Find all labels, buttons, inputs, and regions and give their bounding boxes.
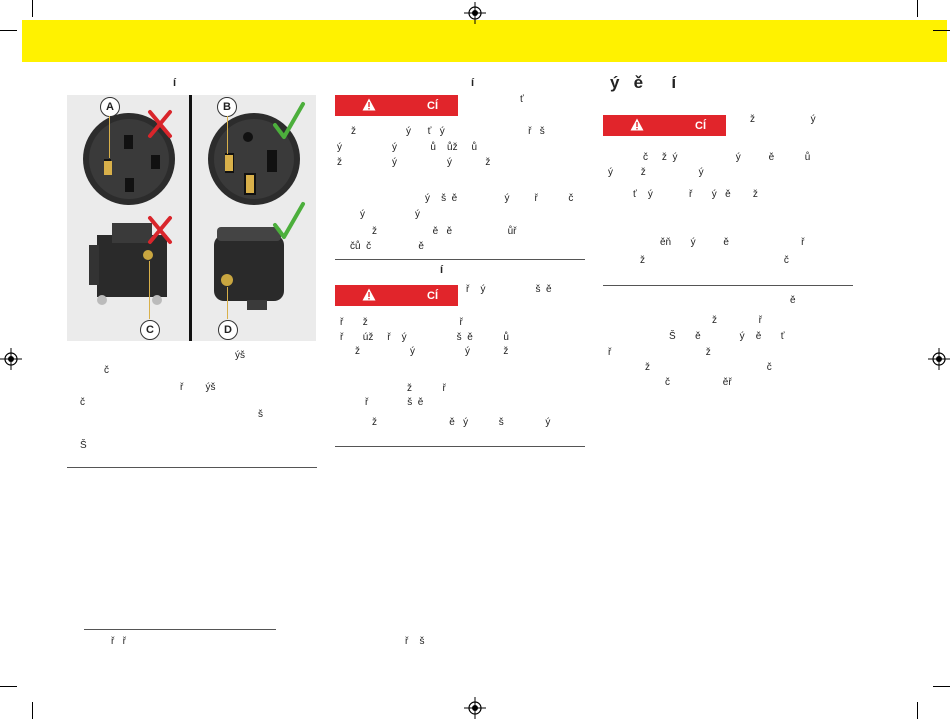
crop-mark [917, 702, 918, 719]
warning-banner: CÍ [335, 285, 458, 306]
col3-line: č ěř [665, 377, 732, 388]
col2-rule [335, 259, 585, 260]
warning-label: CÍ [427, 290, 438, 302]
x-mark-icon [147, 215, 173, 250]
col2-line: čů č ě [350, 241, 424, 252]
col3-line: ý ž ý [608, 167, 704, 178]
registration-mark-icon [464, 2, 486, 24]
col2-line: ž ř [407, 383, 446, 394]
col2-footer-text: ř š [405, 636, 425, 647]
col3-rule [603, 285, 853, 286]
figure-label-b: B [217, 97, 237, 117]
footnote-text: ř ř [111, 636, 126, 647]
col3-line: č ž ý ý ě ů [643, 152, 811, 163]
figure-label-a: A [100, 97, 120, 117]
crop-mark [917, 0, 918, 17]
col1-line: ř ýš [180, 382, 216, 393]
col3-warn-tail: ž ý [750, 114, 816, 125]
col1-line: ýš [235, 350, 245, 361]
col2-line: ý š ě ý ř č [425, 193, 574, 204]
warning-label: CÍ [695, 120, 706, 132]
registration-mark-icon [464, 697, 486, 719]
col2-line: ž ě ě ůř [372, 226, 517, 237]
crop-mark [0, 686, 17, 687]
col2-heading-2: í [440, 264, 444, 276]
col3-line: Š ě ý ě ť [669, 331, 785, 342]
outlet-box-d [214, 235, 284, 301]
col2-line: ž ý ý ž [337, 157, 491, 168]
outlet-illustration [83, 113, 300, 310]
crop-mark [32, 702, 33, 719]
figure-label-d: D [218, 320, 238, 340]
col1-heading: í [173, 77, 177, 89]
check-mark-icon [272, 201, 306, 248]
registration-mark-icon [0, 348, 22, 370]
col2-line: ř úž ř ý š ě ů [340, 332, 509, 343]
col1-line: č [104, 365, 109, 376]
crop-mark [933, 30, 950, 31]
crop-mark [0, 30, 17, 31]
crop-mark [933, 686, 950, 687]
crop-mark [32, 0, 33, 17]
warning-label: CÍ [427, 100, 438, 112]
col3-line: ž č [645, 362, 772, 373]
col3-line: ť ý ř ý ě ž [633, 189, 758, 200]
warning-banner: CÍ [603, 115, 726, 136]
check-mark-icon [272, 101, 306, 148]
footnote-rule [84, 629, 276, 630]
col3-line: ř ž [608, 347, 711, 358]
col3-line: ž ř [712, 315, 763, 326]
warning-triangle-icon [362, 98, 376, 111]
figure-divider [189, 95, 192, 341]
x-mark-icon [147, 109, 173, 144]
col2-line: ř š ě [365, 397, 424, 408]
col3-line: ě [790, 295, 796, 306]
col1-rule [67, 467, 317, 468]
col2-warn-tail: ř ý š ě [466, 284, 552, 295]
col2-line: ý ý ů ůž ů [337, 142, 478, 153]
col3-line: ěň ý ě ř [660, 237, 805, 248]
col2-line: ž ý ť ý ř š [351, 126, 545, 137]
col2-heading: í [471, 77, 475, 89]
registration-mark-icon [928, 348, 950, 370]
col2-heading-tail: ť [520, 94, 524, 105]
col3-title: ý ě í [610, 73, 677, 92]
col2-line: ž ý ý ž [355, 346, 509, 357]
warning-triangle-icon [630, 118, 644, 131]
col2-line: ř ž ř [340, 317, 463, 328]
warning-triangle-icon [362, 288, 376, 301]
col1-line: š [258, 409, 263, 420]
col2-rule [335, 446, 585, 447]
col2-line: ž ě ý š ý [372, 417, 551, 428]
header-band [22, 20, 947, 62]
col3-line: ž č [640, 255, 789, 266]
col1-line: č [80, 397, 85, 408]
warning-banner: CÍ [335, 95, 458, 116]
outlet-box-c [97, 235, 167, 297]
figure-label-c: C [140, 320, 160, 340]
col1-line: Š [80, 440, 87, 451]
col2-line: ý ý [360, 209, 421, 220]
